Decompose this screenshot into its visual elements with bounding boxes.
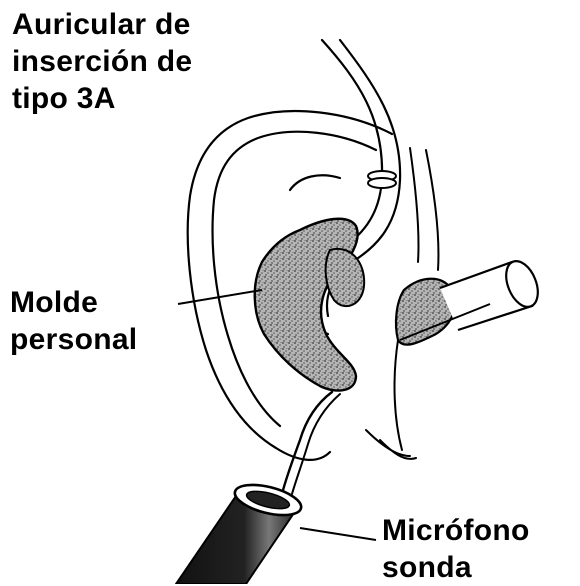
- label-probe-microphone-line-2: sonda: [382, 549, 530, 586]
- label-probe-microphone: Micrófono sonda: [382, 512, 530, 586]
- label-custom-mold-line-2: personal: [10, 321, 137, 358]
- label-probe-microphone-line-1: Micrófono: [382, 512, 530, 549]
- leader-line-microphone: [300, 528, 376, 540]
- probe-wire: [282, 392, 340, 494]
- label-insert-earphone-line-3: tipo 3A: [12, 80, 192, 117]
- label-custom-mold: Molde personal: [10, 284, 137, 358]
- label-insert-earphone-line-2: inserción de: [12, 43, 192, 80]
- label-insert-earphone: Auricular de inserción de tipo 3A: [12, 6, 192, 117]
- tube-connector: [368, 171, 396, 188]
- label-insert-earphone-line-1: Auricular de: [12, 6, 192, 43]
- canal-cylinder: [440, 257, 544, 330]
- probe-microphone-body: [176, 479, 304, 584]
- label-custom-mold-line-1: Molde: [10, 284, 137, 321]
